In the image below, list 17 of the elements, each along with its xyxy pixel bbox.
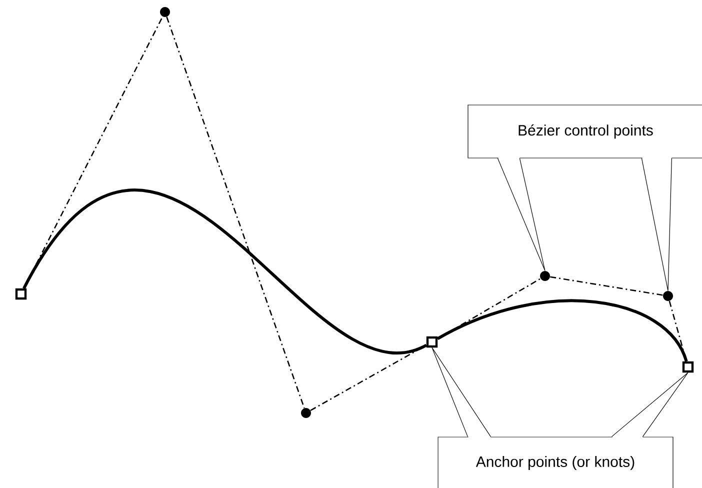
control-line (550, 276, 663, 296)
anchor-point (426, 336, 438, 348)
control-point (160, 7, 170, 17)
anchor-point (682, 361, 694, 373)
callout-pointer (641, 158, 672, 292)
control-point (540, 271, 550, 281)
control-point (663, 291, 673, 301)
bezier-curve (22, 189, 427, 354)
callout-pointer (611, 372, 688, 437)
bezier-curve (436, 299, 688, 362)
callout-pointer (497, 158, 546, 272)
callout-box: Bézier control points (468, 104, 702, 159)
control-point (301, 408, 311, 418)
callout-box: Anchor points (or knots) (438, 436, 674, 488)
control-line (166, 16, 305, 408)
anchor-point (15, 288, 27, 300)
callout-pointer (432, 347, 491, 437)
